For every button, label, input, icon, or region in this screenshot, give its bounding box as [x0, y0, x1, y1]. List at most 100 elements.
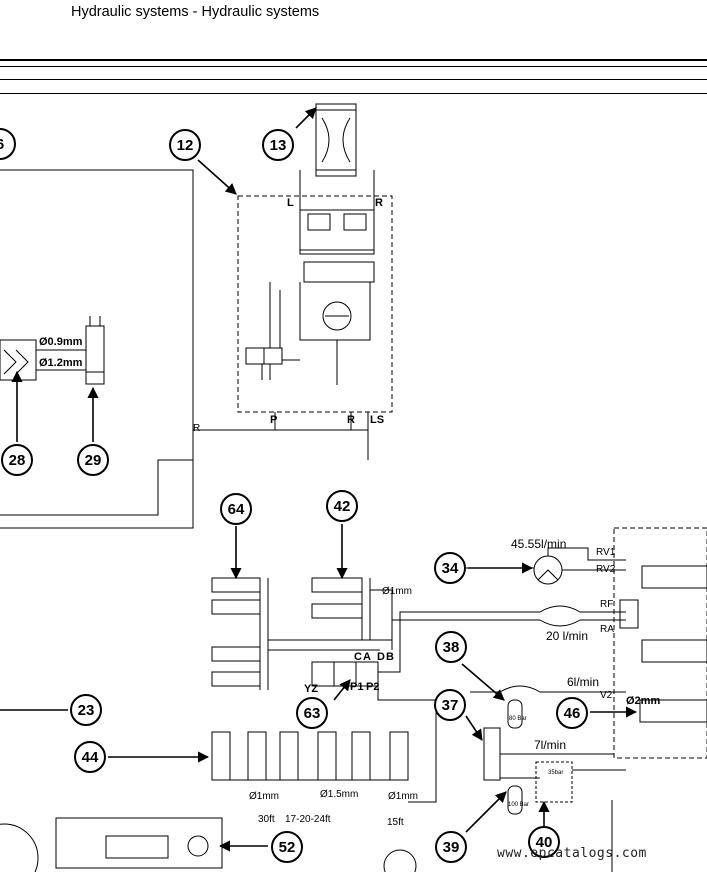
callout-40-circle	[528, 826, 560, 858]
label-P1: P1	[350, 681, 363, 693]
label-R-bottom: R	[347, 414, 355, 426]
callout-44: 44	[82, 749, 99, 766]
callout-23: 23	[78, 702, 95, 719]
label-flow-7: 7l/min	[534, 738, 566, 752]
cylinder-44e	[351, 731, 371, 781]
label-orifice-1mm-a: Ø1mm	[382, 586, 412, 597]
label-bar35: 35bar	[548, 770, 563, 776]
header-rule-thin-3	[0, 93, 707, 94]
cylinder-64d	[211, 671, 261, 687]
callout-6-circle	[0, 128, 16, 160]
callout-29: 29	[85, 452, 102, 469]
callout-6: 6	[0, 136, 4, 153]
callout-38: 38	[443, 639, 460, 656]
label-D: D	[377, 651, 385, 663]
label-A: A	[363, 651, 371, 663]
callout-37-circle	[434, 689, 466, 721]
label-R-left: R	[193, 423, 200, 434]
cylinder-42b	[311, 603, 363, 619]
label-bar80: 80 Bar	[509, 716, 527, 722]
priority-block	[303, 261, 375, 283]
label-flow-4555: 45.55l/min	[511, 537, 566, 551]
valve-block-13	[299, 209, 375, 255]
callout-39: 39	[443, 839, 460, 856]
cylinder-29	[85, 325, 105, 385]
callout-44-circle	[74, 741, 106, 773]
callout-64-circle	[220, 493, 252, 525]
callout-46-circle	[556, 697, 588, 729]
callout-34-circle	[434, 552, 466, 584]
header-rule-thick	[0, 59, 707, 61]
label-ft1720: 17-20-24ft	[285, 814, 331, 825]
pump-left	[0, 823, 39, 872]
callout-40: 40	[536, 834, 553, 851]
label-ra: RA	[600, 624, 614, 635]
pump-bottom	[383, 849, 417, 872]
callout-34: 34	[442, 560, 459, 577]
callout-37: 37	[442, 697, 459, 714]
label-flow-6: 6l/min	[567, 675, 599, 689]
header-rule-thin-1	[0, 66, 707, 67]
label-P: P	[270, 414, 277, 426]
cylinder-44b	[247, 731, 267, 781]
callout-46: 46	[564, 705, 581, 722]
left-frame-line	[0, 169, 194, 529]
callout-12-circle	[169, 129, 201, 161]
label-bar100: 100 Bar	[508, 802, 529, 808]
steering-motor	[322, 301, 352, 331]
label-orifice-1mm-c: Ø1mm	[388, 791, 418, 802]
cylinder-44f	[389, 731, 409, 781]
cylinder-13	[315, 103, 357, 177]
label-orifice-2mm: Ø2mm	[626, 695, 660, 707]
callout-42: 42	[334, 498, 351, 515]
label-R-top: R	[375, 197, 383, 209]
header-rule-thin-2	[0, 79, 707, 80]
steering-unit-box	[237, 195, 393, 413]
label-orifice-1mm-b: Ø1mm	[249, 791, 279, 802]
right-valve-bank	[613, 527, 707, 759]
left-lower-line	[0, 459, 193, 516]
accumulator-39	[507, 785, 523, 815]
accumulator-38	[507, 699, 523, 729]
valve-block-28	[0, 339, 37, 381]
cylinder-64b	[211, 599, 261, 615]
callout-64: 64	[228, 501, 245, 518]
label-P2: P2	[366, 681, 379, 693]
left-return-line	[193, 429, 369, 460]
label-ft30: 30ft	[258, 814, 275, 825]
label-flow-20: 20 l/min	[546, 629, 588, 643]
callout-12: 12	[177, 137, 194, 154]
label-rv2: RV2	[596, 564, 616, 575]
callout-28: 28	[9, 452, 26, 469]
watermark: www.epcatalogs.com	[497, 846, 647, 861]
callout-52-circle	[271, 831, 303, 863]
callout-28-circle	[1, 444, 33, 476]
callout-38-circle	[435, 631, 467, 663]
label-v2: V2	[600, 690, 613, 701]
callout-23-circle	[70, 694, 102, 726]
cylinder-42a	[311, 577, 363, 593]
label-orifice-09: Ø0.9mm	[39, 336, 83, 348]
cylinder-44d	[317, 731, 337, 781]
label-rv1: RV1	[596, 547, 616, 558]
callout-42-circle	[326, 490, 358, 522]
callout-39-circle	[435, 831, 467, 863]
label-rf: RF	[600, 599, 613, 610]
label-C: C	[354, 651, 362, 663]
label-LS: LS	[370, 414, 384, 426]
label-orifice-12: Ø1.2mm	[39, 357, 83, 369]
callout-63-circle	[296, 697, 328, 729]
callout-13-circle	[262, 129, 294, 161]
cylinder-37	[483, 727, 501, 781]
page-title: Hydraulic systems - Hydraulic systems	[71, 4, 320, 20]
callout-13: 13	[270, 137, 287, 154]
cylinder-64a	[211, 577, 261, 593]
valve-block-52	[55, 817, 223, 869]
callout-63: 63	[304, 705, 321, 722]
cylinder-44a	[211, 731, 231, 781]
callout-29-circle	[77, 444, 109, 476]
label-B: B	[386, 651, 394, 663]
cylinder-44c	[279, 731, 299, 781]
label-orifice-15mm: Ø1.5mm	[320, 789, 358, 800]
